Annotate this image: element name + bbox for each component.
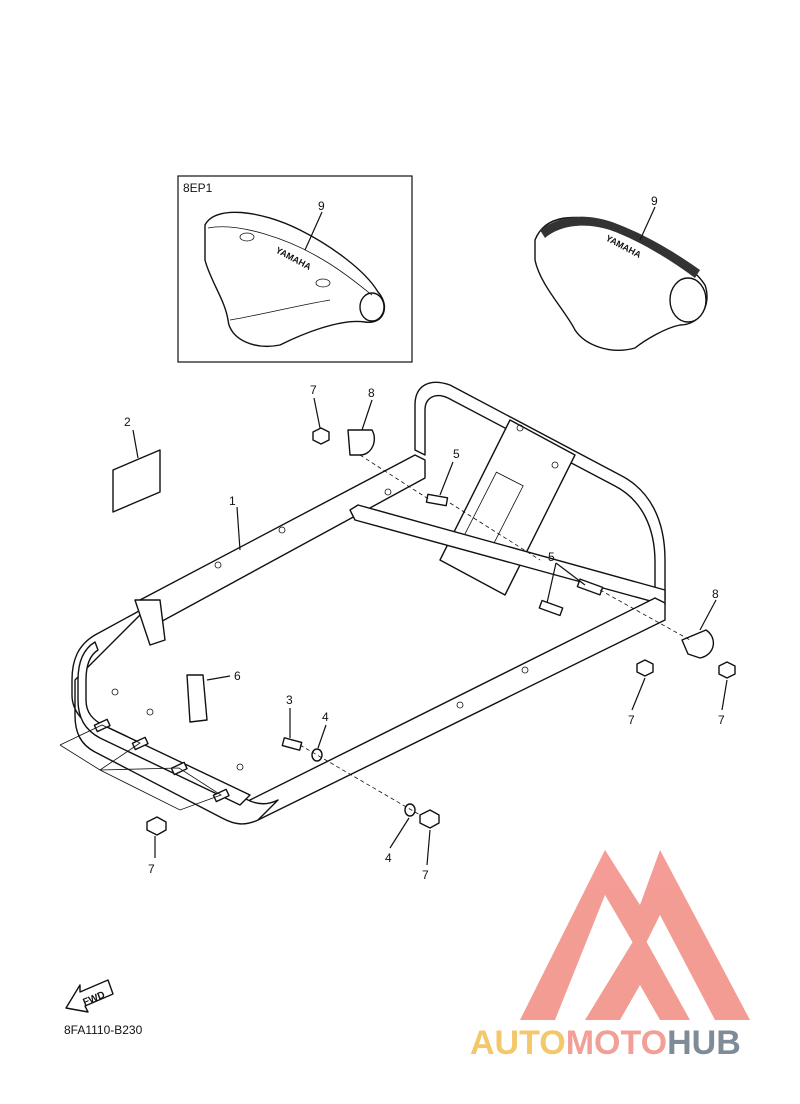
callout-6: 6 xyxy=(234,669,241,683)
callout-8b: 8 xyxy=(712,587,719,601)
watermark-text: AUTOMOTOHUB xyxy=(470,1024,741,1062)
watermark-moto: MOTO xyxy=(566,1024,667,1062)
fwd-arrow: FWD xyxy=(65,979,114,1013)
inset-box: 8EP1 YAMAHA xyxy=(177,175,413,363)
callout-7b: 7 xyxy=(148,862,155,876)
callout-4a: 4 xyxy=(322,710,329,724)
callout-9b: 9 xyxy=(651,194,658,208)
callout-5b: 5 xyxy=(548,550,555,564)
callouts: 1 2 3 4 4 5 5 6 7 7 7 7 7 8 8 9 9 xyxy=(124,194,725,882)
callout-4b: 4 xyxy=(385,851,392,865)
callout-7d: 7 xyxy=(628,713,635,727)
callout-7c: 7 xyxy=(422,868,429,882)
watermark-logo xyxy=(520,850,750,1020)
watermark-hub: HUB xyxy=(667,1024,741,1062)
callout-2: 2 xyxy=(124,415,131,429)
callout-3: 3 xyxy=(286,693,293,707)
watermark-auto: AUTO xyxy=(470,1024,566,1062)
callout-7e: 7 xyxy=(718,713,725,727)
callout-7a: 7 xyxy=(310,383,317,397)
callout-8a: 8 xyxy=(368,386,375,400)
diagram-code: 8FA1110-B230 xyxy=(64,1023,143,1037)
svg-text:AUTOMOTOHUB: AUTOMOTOHUB xyxy=(470,1024,741,1062)
callout-5a: 5 xyxy=(453,447,460,461)
carrier-frame xyxy=(71,381,666,825)
callout-1: 1 xyxy=(229,494,236,508)
label-sticker xyxy=(112,449,161,513)
leader-lines xyxy=(59,206,728,866)
handlebar-pad-inset xyxy=(204,211,386,347)
callout-9a: 9 xyxy=(318,199,325,213)
inset-variant-code: 8EP1 xyxy=(183,181,213,195)
handlebar-pad: YAMAHA xyxy=(534,216,708,351)
